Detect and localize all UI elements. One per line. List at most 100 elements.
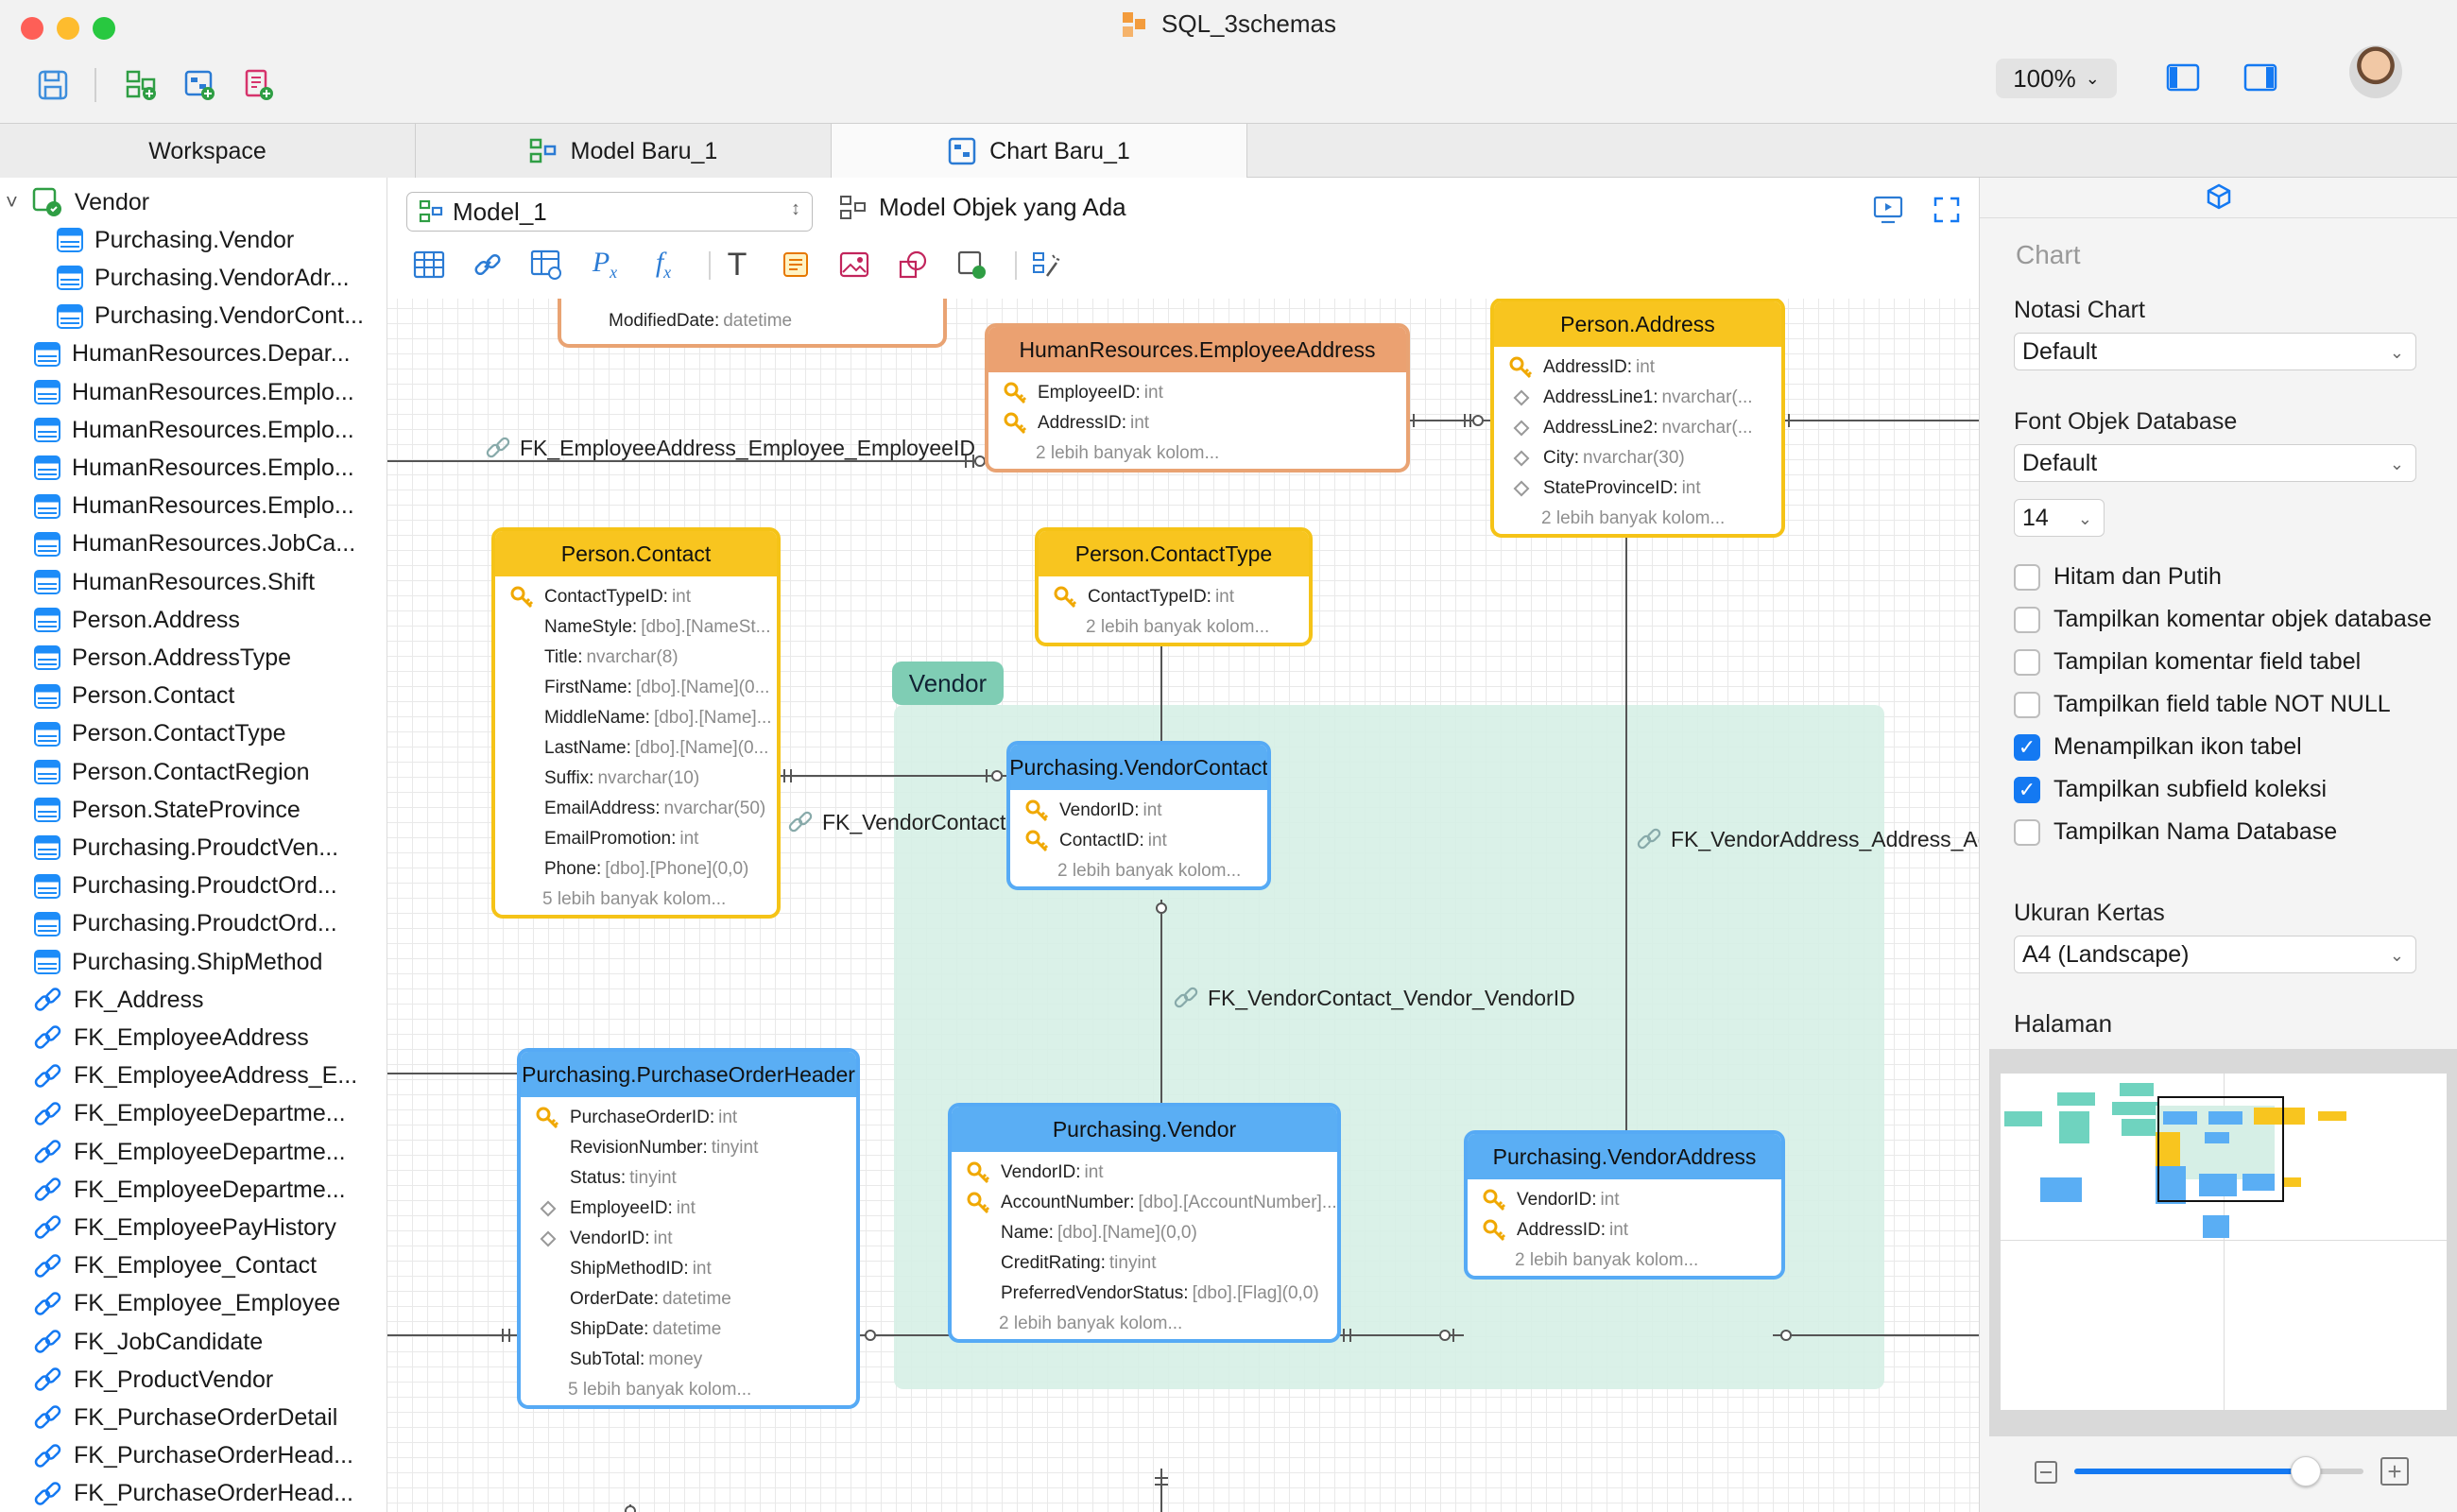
option-checkbox[interactable]: ✓Menampilkan ikon tabel	[2014, 733, 2302, 761]
tree-item-table[interactable]: Purchasing.Vendor	[0, 221, 387, 259]
font-size-select[interactable]: 14⌄	[2014, 499, 2105, 537]
entity-field[interactable]: LastName:[dbo].[Name](0...	[495, 733, 777, 764]
entity-field[interactable]: CreditRating:tinyint	[952, 1248, 1337, 1279]
new-chart-button[interactable]	[180, 64, 221, 106]
tree-item-table[interactable]: Person.StateProvince	[0, 791, 387, 829]
fk-label-vendorcontact-vendor[interactable]: FK_VendorContact_Vendor_VendorID	[1174, 985, 1575, 1011]
page-minimap[interactable]	[1989, 1049, 2457, 1436]
tree-item-table[interactable]: HumanResources.Emplo...	[0, 449, 387, 487]
tree-item-foreign-key[interactable]: FK_PurchaseOrderHead...	[0, 1475, 387, 1512]
model-objects-label[interactable]: Model Objek yang Ada	[839, 193, 1126, 222]
save-button[interactable]	[32, 64, 74, 106]
tree-item-table[interactable]: Purchasing.ShipMethod	[0, 943, 387, 981]
add-table-tool[interactable]	[410, 246, 448, 284]
tree-item-foreign-key[interactable]: FK_EmployeePayHistory	[0, 1209, 387, 1246]
auto-layout-tool[interactable]	[1026, 246, 1064, 284]
tree-item-foreign-key[interactable]: FK_PurchaseOrderHead...	[0, 1437, 387, 1475]
maximize-window-button[interactable]	[93, 17, 115, 40]
option-checkbox[interactable]: Tampilkan field table NOT NULL	[2014, 691, 2391, 718]
toggle-left-panel-button[interactable]	[2162, 57, 2204, 98]
tree-item-foreign-key[interactable]: FK_JobCandidate	[0, 1323, 387, 1361]
entity-field[interactable]: EmailAddress:nvarchar(50)	[495, 794, 777, 824]
entity-field[interactable]: AddressID:int	[1494, 352, 1781, 383]
entity-field[interactable]: EmployeeID:int	[988, 378, 1406, 408]
page-zoom-slider[interactable]	[2074, 1456, 2363, 1486]
tree-item-table[interactable]: Purchasing.ProudctVen...	[0, 829, 387, 867]
more-columns-link[interactable]: 2 lebih banyak kolom...	[1541, 508, 1726, 528]
tree-item-foreign-key[interactable]: FK_Employee_Contact	[0, 1247, 387, 1285]
entity-field[interactable]: ContactTypeID:int	[495, 582, 777, 612]
add-view-tool[interactable]	[527, 246, 565, 284]
entity-field[interactable]: ContactTypeID:int	[1039, 582, 1309, 612]
more-columns-link[interactable]: 2 lebih banyak kolom...	[1036, 443, 1220, 463]
tree-item-table[interactable]: Purchasing.ProudctOrd...	[0, 905, 387, 943]
fk-label-vendoraddress[interactable]: FK_VendorAddress_Address_Add	[1637, 826, 1979, 852]
tree-item-foreign-key[interactable]: FK_EmployeeAddress_E...	[0, 1057, 387, 1095]
model-select[interactable]: Model_1 ↕	[406, 192, 813, 232]
tree-group-vendor[interactable]: ˅Vendor	[0, 183, 387, 221]
properties-tab[interactable]	[1980, 178, 2457, 215]
entity-field[interactable]: Name:[dbo].[Name](0,0)	[952, 1218, 1337, 1248]
new-model-button[interactable]	[121, 64, 163, 106]
tree-item-table[interactable]: HumanResources.JobCa...	[0, 525, 387, 563]
checkmark-icon[interactable]: ✓	[2014, 733, 2040, 761]
paper-select[interactable]: A4 (Landscape)⌄	[2014, 936, 2416, 973]
entity-field[interactable]: VendorID:int	[1468, 1185, 1781, 1215]
toggle-right-panel-button[interactable]	[2240, 57, 2281, 98]
entity-field[interactable]: VendorID:int	[1010, 796, 1267, 826]
user-avatar[interactable]	[2349, 45, 2402, 98]
entity-field[interactable]: VendorID:int	[952, 1158, 1337, 1188]
minimap-viewport[interactable]	[2157, 1096, 2284, 1202]
minimize-window-button[interactable]	[57, 17, 79, 40]
presentation-button[interactable]	[1869, 191, 1907, 229]
tree-item-table[interactable]: Purchasing.ProudctOrd...	[0, 868, 387, 905]
entity-field[interactable]: Title:nvarchar(8)	[495, 643, 777, 673]
zoom-in-button[interactable]: +	[2380, 1457, 2409, 1486]
tree-item-table[interactable]: HumanResources.Emplo...	[0, 411, 387, 449]
entity-field[interactable]: ShipMethodID:int	[521, 1254, 856, 1284]
checkbox-empty[interactable]	[2014, 563, 2040, 591]
tab-workspace[interactable]: Workspace	[0, 124, 416, 179]
tree-item-table[interactable]: Person.Address	[0, 601, 387, 639]
minimap-page[interactable]	[2001, 1074, 2447, 1410]
entity-field[interactable]: EmailPromotion:int	[495, 824, 777, 854]
tab-chart[interactable]: Chart Baru_1	[832, 124, 1247, 179]
entity-field[interactable]: Phone:[dbo].[Phone](0,0)	[495, 854, 777, 885]
zoom-out-button[interactable]	[2035, 1461, 2057, 1484]
vendor-group-label[interactable]: Vendor	[892, 662, 1004, 705]
tree-item-table[interactable]: Person.Contact	[0, 678, 387, 715]
checkbox-empty[interactable]	[2014, 606, 2040, 633]
add-relation-tool[interactable]	[469, 246, 507, 284]
tree-item-foreign-key[interactable]: FK_EmployeeAddress	[0, 1019, 387, 1057]
chevron-down-icon[interactable]: ˅	[6, 190, 18, 214]
tree-item-table[interactable]: Purchasing.VendorCont...	[0, 298, 387, 335]
tree-item-foreign-key[interactable]: FK_EmployeeDepartme...	[0, 1171, 387, 1209]
entity-field[interactable]: SubTotal:money	[521, 1345, 856, 1375]
entity-field[interactable]: City:nvarchar(30)	[1494, 443, 1781, 473]
tree-item-foreign-key[interactable]: FK_EmployeeDepartme...	[0, 1095, 387, 1133]
more-columns-link[interactable]: 2 lebih banyak kolom...	[1086, 617, 1270, 637]
entity-field[interactable]: Status:tinyint	[521, 1163, 856, 1194]
tree-item-table[interactable]: HumanResources.Shift	[0, 563, 387, 601]
add-function-tool[interactable]: fx	[644, 246, 682, 284]
checkbox-empty[interactable]	[2014, 648, 2040, 676]
tree-item-table[interactable]: HumanResources.Emplo...	[0, 488, 387, 525]
add-procedure-tool[interactable]: Px	[586, 246, 624, 284]
add-layer-tool[interactable]	[953, 246, 990, 284]
option-checkbox[interactable]: ✓Tampilkan subfield koleksi	[2014, 776, 2327, 803]
more-columns-link[interactable]: 2 lebih banyak kolom...	[999, 1314, 1183, 1333]
checkbox-empty[interactable]	[2014, 818, 2040, 846]
tree-item-table[interactable]: Person.ContactType	[0, 715, 387, 753]
fullscreen-button[interactable]	[1928, 191, 1966, 229]
new-report-button[interactable]	[238, 64, 280, 106]
font-select[interactable]: Default⌄	[2014, 444, 2416, 482]
tree-item-table[interactable]: HumanResources.Depar...	[0, 335, 387, 373]
tree-item-table[interactable]: Purchasing.VendorAdr...	[0, 259, 387, 297]
